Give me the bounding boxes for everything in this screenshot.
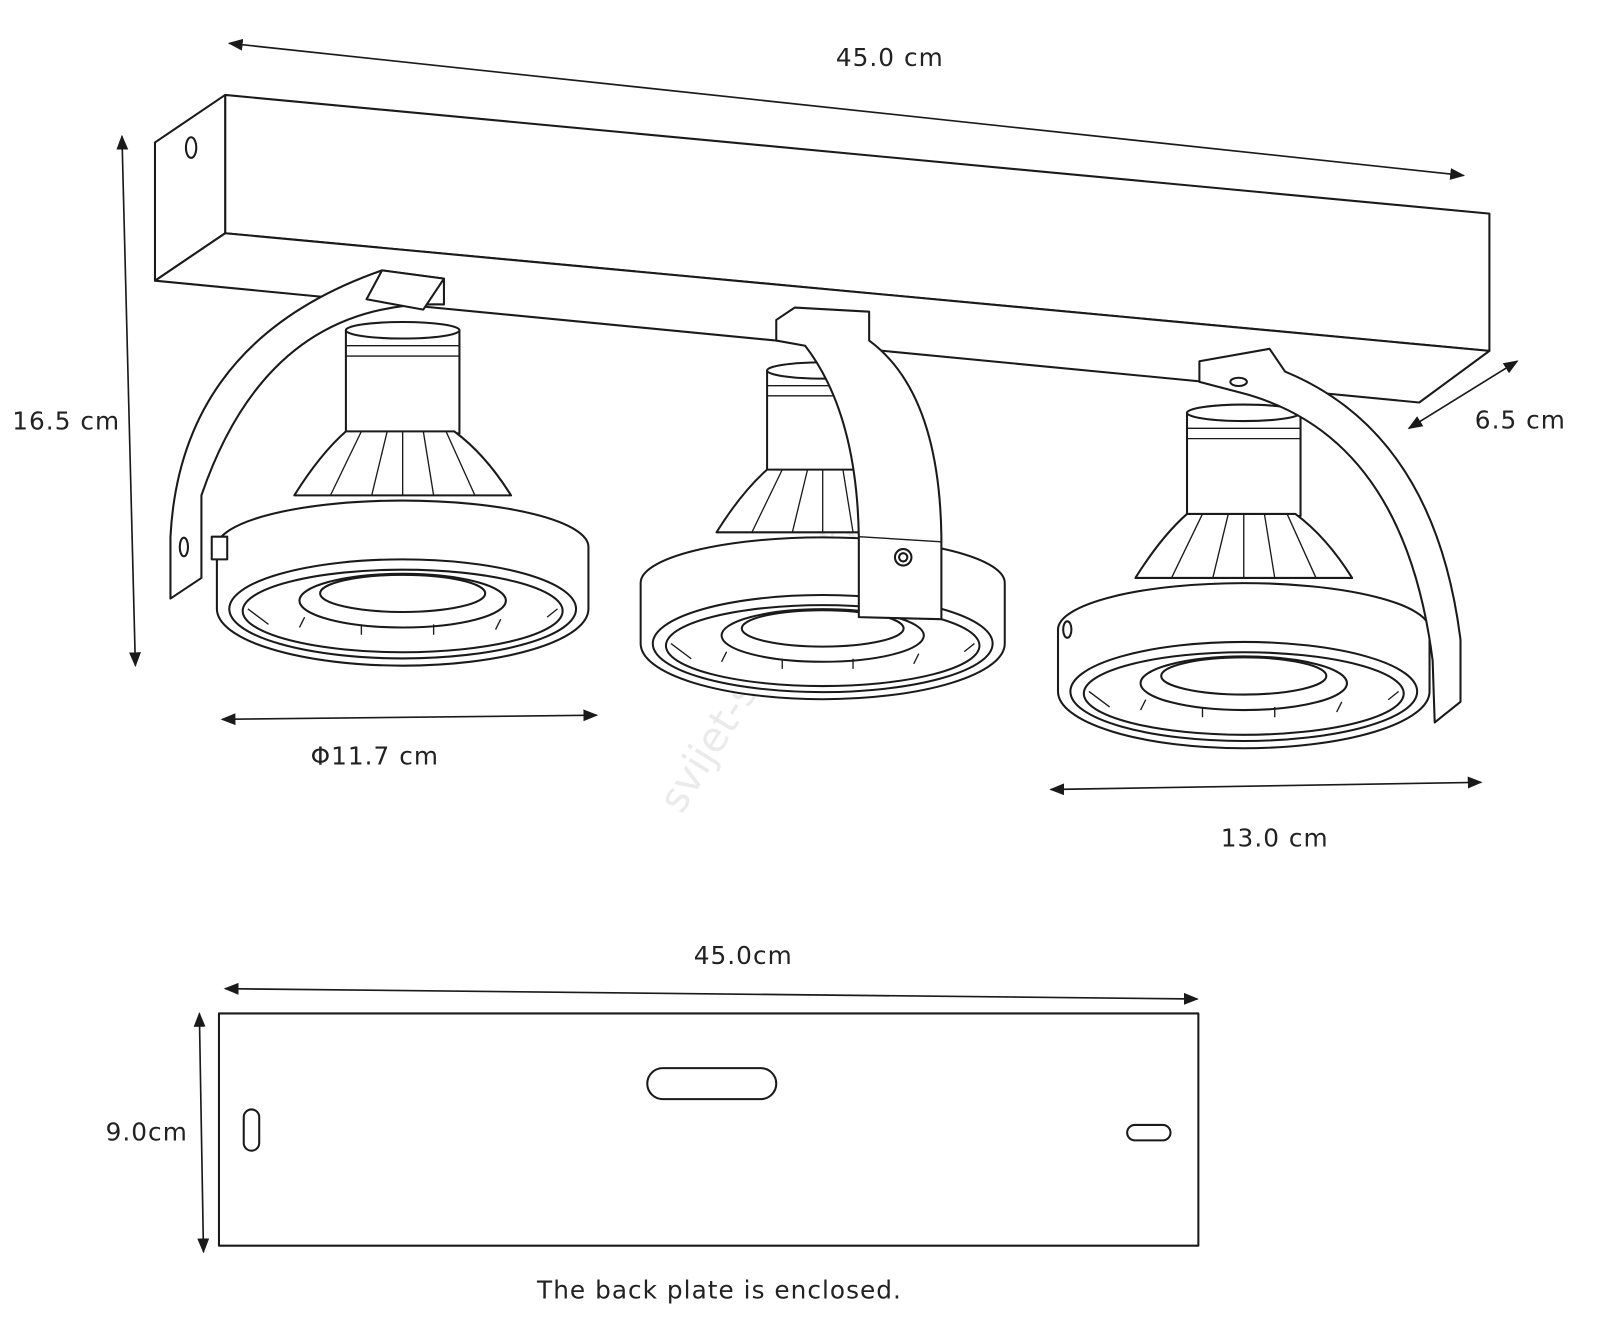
length-label: 45.0 cm — [836, 43, 944, 72]
height-label: 16.5 cm — [12, 406, 120, 435]
spotlight-right — [1056, 347, 1462, 750]
back-plate-length-arrow — [223, 982, 1199, 1005]
depth-label: 6.5 cm — [1475, 405, 1566, 434]
back-plate-length-label: 45.0cm — [694, 941, 793, 970]
spot-diameter-arrow — [220, 709, 599, 726]
spotlight-left — [169, 269, 590, 667]
spot-projection-label: 13.0 cm — [1221, 823, 1329, 852]
length-dimension-arrow — [227, 38, 1466, 180]
spot-diameter-label: Φ11.7 cm — [311, 742, 439, 771]
spot-projection-arrow — [1049, 776, 1483, 796]
spotlight-center — [639, 306, 1006, 701]
back-plate-caption: The back plate is enclosed. — [536, 1275, 902, 1304]
height-dimension-arrow — [116, 134, 141, 668]
back-plate-height-arrow — [193, 1011, 210, 1254]
back-plate — [217, 1012, 1200, 1247]
depth-dimension-arrow — [1407, 360, 1519, 430]
back-plate-height-label: 9.0cm — [106, 1117, 188, 1146]
